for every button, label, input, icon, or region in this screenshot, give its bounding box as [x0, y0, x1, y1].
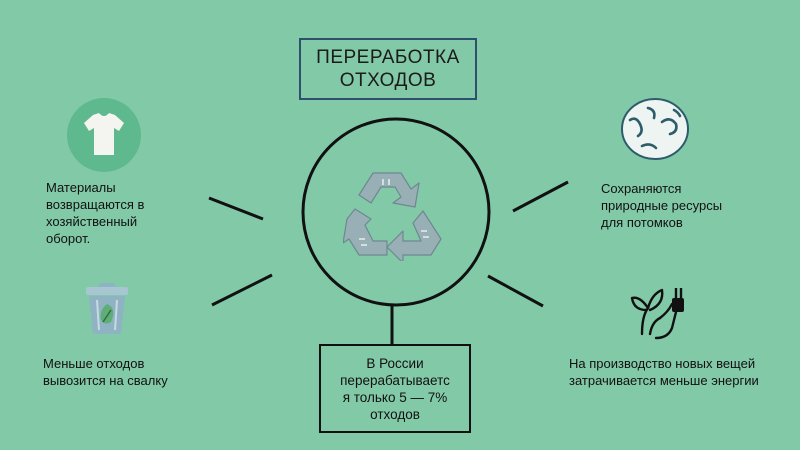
text-line: Сохраняются: [601, 181, 682, 196]
connector-left-bottom: [211, 273, 273, 307]
tshirt-icon: [67, 98, 141, 172]
trash-bin-icon: [86, 283, 128, 334]
recycle-icon: [343, 172, 442, 261]
text-line: Меньше отходов: [43, 356, 145, 371]
plant-plug-icon: [630, 288, 684, 340]
page-title: ПЕРЕРАБОТКА ОТХОДОВ: [299, 38, 477, 100]
text-materials: Материалы возвращаются в хозяйственный о…: [46, 179, 144, 247]
stat-box: В России перерабатываетс я только 5 — 7%…: [319, 344, 471, 433]
text-line: возвращаются в: [46, 197, 145, 212]
text-resources: Сохраняются природные ресурсы для потомк…: [601, 180, 722, 231]
stat-line: отходов: [370, 406, 420, 422]
stat-line: В России: [366, 355, 424, 371]
text-line: хозяйственный: [46, 214, 138, 229]
stat-line: перерабатываетс: [340, 372, 450, 388]
title-line: ПЕРЕРАБОТКА: [316, 47, 460, 68]
center-circle: [301, 117, 491, 307]
globe-icon: [621, 98, 689, 160]
text-line: затрачивается меньше энергии: [569, 373, 759, 388]
text-line: природные ресурсы: [601, 198, 723, 213]
text-energy: На производство новых вещей затрачиваетс…: [569, 355, 759, 389]
text-line: вывозится на свалку: [43, 373, 168, 388]
text-less-waste: Меньше отходов вывозится на свалку: [43, 355, 168, 389]
connector-right-bottom: [487, 274, 544, 308]
connector-left-top: [208, 196, 264, 221]
title-line: ОТХОДОВ: [339, 70, 437, 91]
connector-right-top: [512, 180, 569, 213]
text-line: На производство новых вещей: [569, 356, 756, 371]
stat-line: я только 5 — 7%: [342, 389, 448, 405]
text-line: оборот.: [46, 231, 91, 246]
text-line: Материалы: [46, 180, 116, 195]
text-line: для потомков: [601, 215, 683, 230]
